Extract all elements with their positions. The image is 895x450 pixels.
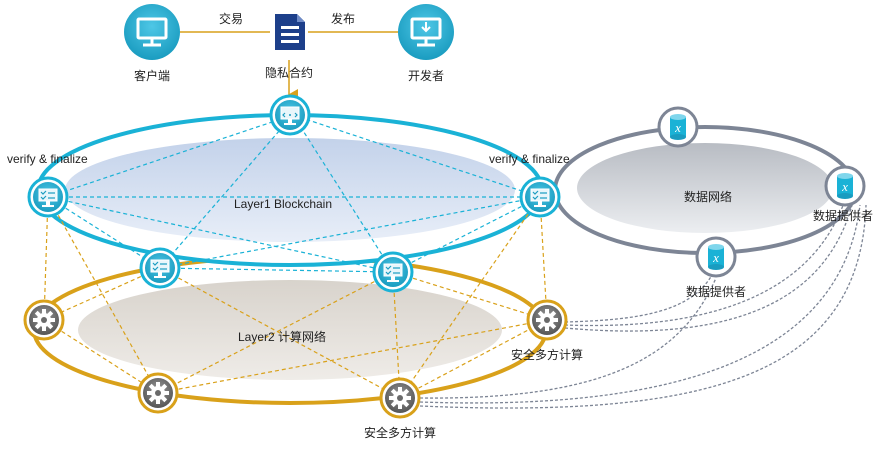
cross-layer-links: [43, 196, 548, 399]
network-monitor-icon: [280, 106, 300, 125]
database-icon: x: [670, 114, 686, 140]
layer1-links: [47, 114, 541, 273]
provider-right-label: 数据提供者: [812, 209, 874, 223]
document-icon: [275, 14, 305, 50]
svg-text:x: x: [841, 179, 848, 194]
edge-label-trade: 交易: [219, 12, 244, 26]
contract-label: 隐私合约: [264, 66, 314, 80]
developer-label: 开发者: [407, 69, 445, 83]
data-right-node: x: [824, 165, 866, 207]
database-icon: x: [837, 173, 853, 199]
layer1-bottom-left-node: [139, 247, 181, 289]
layer1-right-node-label: verify & finalize: [489, 152, 570, 166]
data-top-node: x: [657, 106, 699, 148]
gear-icon: [536, 309, 558, 331]
data-bottom-node: x: [695, 236, 737, 278]
data-network-disc: [577, 143, 833, 233]
layer2-bottom-right-node: [379, 377, 421, 419]
data-network: [553, 125, 857, 255]
desktop-icon: [136, 17, 168, 47]
client-icon-bg: [124, 4, 180, 60]
layer1-right-node: [519, 176, 561, 218]
mpc-right-label: 安全多方计算: [510, 348, 584, 362]
checklist-monitor-icon: [383, 263, 403, 282]
checklist-monitor-icon: [38, 188, 58, 207]
layer1-top-node: [269, 94, 311, 136]
layer1-bottom-right-node: [372, 251, 414, 293]
data-provider-links: [419, 199, 867, 409]
client-label: 客户端: [133, 69, 171, 83]
data-network-title: 数据网络: [683, 190, 733, 204]
layer1-disc: [65, 138, 515, 242]
svg-text:x: x: [712, 250, 719, 265]
developer-node: [398, 4, 454, 60]
layer2-network: [32, 255, 548, 405]
gear-icon: [33, 309, 55, 331]
layer2-right-node: [526, 299, 568, 341]
provider-bottom-label: 数据提供者: [685, 285, 747, 299]
gear-icon: [147, 382, 169, 404]
checklist-monitor-icon: [530, 188, 550, 207]
layer2-disc: [78, 280, 502, 380]
layer2-left-node: [23, 299, 65, 341]
gear-icon: [389, 387, 411, 409]
database-icon: x: [708, 244, 724, 270]
layer1-left-node: [27, 176, 69, 218]
layer2-bottom-left-node: [137, 372, 179, 414]
mpc-bottom-label: 安全多方计算: [363, 426, 437, 440]
layer1-title: Layer1 Blockchain: [233, 197, 333, 211]
download-monitor-icon: [410, 17, 442, 47]
edge-label-publish: 发布: [331, 12, 356, 26]
layer2-title: Layer2 计算网络: [237, 330, 327, 344]
contract-node: [275, 14, 305, 50]
checklist-monitor-icon: [150, 259, 170, 278]
svg-text:x: x: [674, 120, 681, 135]
client-node: [124, 4, 180, 60]
layer1-network: [36, 113, 544, 267]
layer1-left-node-label: verify & finalize: [7, 152, 88, 166]
top-connectors: [180, 31, 400, 101]
